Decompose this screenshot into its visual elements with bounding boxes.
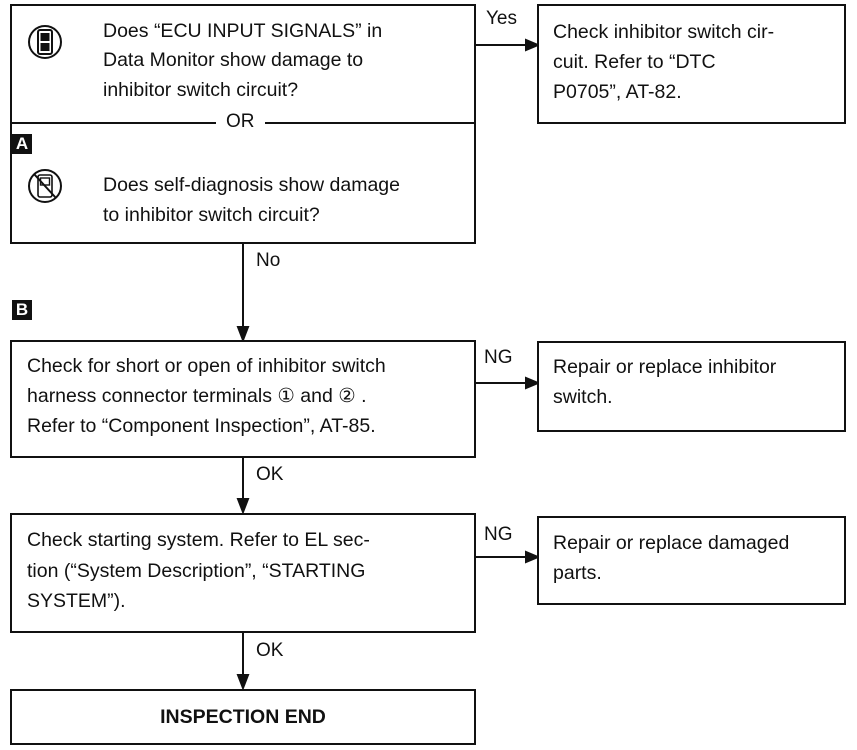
ok1-label: OK — [256, 464, 284, 486]
ng1-arrowhead — [525, 376, 541, 390]
step1-question-b-line1: Does self-diagnosis show damage — [103, 174, 400, 196]
result-yes-line2: cuit. Refer to “DTC — [553, 51, 716, 73]
ok2-label: OK — [256, 640, 284, 662]
result-yes-box — [537, 4, 846, 124]
step2-line3: Refer to “Component Inspection”, AT-85. — [27, 415, 376, 437]
yes-label: Yes — [486, 8, 517, 30]
ng1-label: NG — [484, 347, 513, 369]
inspection-end-label: INSPECTION END — [160, 706, 326, 728]
no-arrowhead — [236, 326, 250, 343]
no-label: No — [256, 250, 281, 272]
result-yes-line3: P0705”, AT-82. — [553, 81, 682, 103]
result-ng2-line1: Repair or replace damaged — [553, 532, 790, 554]
result-ng1-line1: Repair or replace inhibitor — [553, 356, 777, 378]
step1-question-b-line2: to inhibitor switch circuit? — [103, 204, 320, 226]
result-ng2-box — [537, 516, 846, 605]
ok1-arrowhead — [236, 498, 250, 515]
ng2-label: NG — [484, 524, 513, 546]
ng2-arrowhead — [525, 550, 541, 564]
badge-a: A — [12, 134, 32, 154]
step3-line2: tion (“System Description”, “STARTING — [27, 560, 366, 582]
yes-arrowhead — [525, 38, 541, 52]
step1-question-a-line3: inhibitor switch circuit? — [103, 79, 299, 101]
step3-line3: SYSTEM”). — [27, 590, 126, 612]
result-ng1-line2: switch. — [553, 386, 613, 408]
result-ng2-line2: parts. — [553, 562, 602, 584]
or-label: OR — [216, 111, 265, 133]
no-tools-icon — [28, 169, 62, 203]
result-ng1-box — [537, 341, 846, 432]
ok2-arrowhead — [236, 674, 250, 691]
step1-question-a-line2: Data Monitor show damage to — [103, 49, 364, 71]
step3-box — [10, 513, 476, 633]
badge-b: B — [12, 300, 32, 320]
step2-line1: Check for short or open of inhibitor swi… — [27, 355, 386, 377]
step2-box — [10, 340, 476, 458]
consult-tester-icon — [28, 25, 62, 59]
step2-line2: harness connector terminals ① and ② . — [27, 385, 367, 407]
result-yes-line1: Check inhibitor switch cir- — [553, 21, 775, 43]
step3-line1: Check starting system. Refer to EL sec- — [27, 529, 370, 551]
inspection-end-box — [10, 689, 476, 745]
step1-question-a-line1: Does “ECU INPUT SIGNALS” in — [103, 20, 383, 42]
